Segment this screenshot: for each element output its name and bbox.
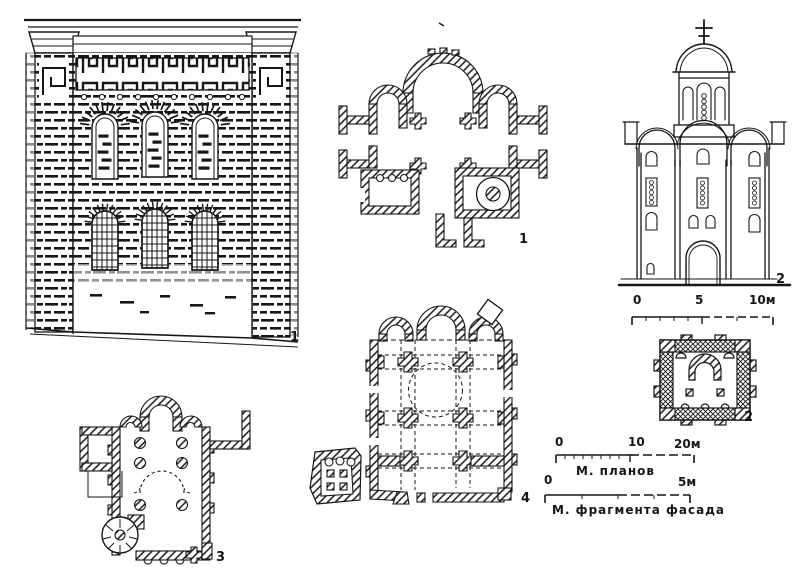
scale-tick: 20м [674,437,701,451]
cross-piers [409,112,477,175]
scale-line [555,454,695,463]
west-chambers [359,167,520,219]
outer-walls [365,339,518,499]
apses [368,47,518,135]
zakomary-cornice [622,119,787,167]
facade-fragment-drawing [24,18,301,348]
piers [685,388,725,397]
meander-frieze [75,57,250,91]
church-elevation-drawing [617,19,792,287]
lower-lattice-windows [85,202,226,270]
fading-bricks [90,294,236,315]
figure-label-plan-small: 2 [744,410,754,425]
ruined-annex [309,447,362,505]
bottom-wall [135,542,213,565]
plan-three-figure [78,375,313,580]
dome [672,43,736,73]
church-plan-1-drawing [338,22,548,248]
figure-label-elevation: 2 [776,272,786,287]
right-annex [209,410,251,450]
scale-bar-elevation: 0 5 10м [627,294,783,326]
rosette-row [80,93,246,101]
dashed-axes [378,340,504,490]
side-arms [338,105,548,179]
small-church-plan-drawing [653,334,757,426]
dome-circle [408,362,463,418]
apse-niches [675,352,735,381]
apses [378,298,504,342]
plan-main-figure [336,18,551,253]
cornice [24,18,301,54]
cross-icon [695,19,713,45]
church-plan-4-drawing [309,298,518,505]
figure-label-plan-three: 3 [216,550,226,565]
scale-tick: 10 [628,435,645,449]
portal-arch [685,240,721,286]
apses [119,395,203,432]
scale-bar-plans: 0 10 20м М. планов [548,435,701,478]
scale-tick: 10м [749,293,776,307]
plan-small-figure [653,334,758,429]
bottom-walls [369,455,512,505]
dashed-choir-arc [139,470,185,494]
bottom-scallops [680,403,730,409]
scale-caption-facade: М. фрагмента фасада [552,503,726,517]
entrance-wall-stubs [435,213,485,248]
scale-line [631,316,774,325]
scale-tick: 5 [695,293,704,307]
figure-label-plan-four: 4 [521,491,531,506]
church-plan-3-drawing [79,395,251,565]
tilted-annex-square [476,298,504,326]
stair-turret [101,514,145,554]
scale-tick: 0 [555,435,564,449]
scale-bar-facade: 0 5м М. фрагмента фасада [538,473,724,520]
facade-pilasters [636,147,770,280]
corner-blocks [659,339,751,421]
figure-label-facade-fragment: 1 [290,330,300,345]
drum [673,71,735,138]
windows [645,148,761,286]
round-piers [133,436,189,512]
plan-four-figure [305,290,545,515]
left-annex [79,426,123,498]
scale-caption-plans: М. планов [576,464,655,478]
elevation-figure [617,8,792,293]
scale-tick: 5м [678,475,697,489]
figure-label-plan-main: 1 [519,232,529,247]
scale-tick: 0 [633,293,642,307]
scale-line [544,494,691,503]
scale-tick: 0 [544,473,553,487]
facade-fragment-figure [20,12,305,352]
